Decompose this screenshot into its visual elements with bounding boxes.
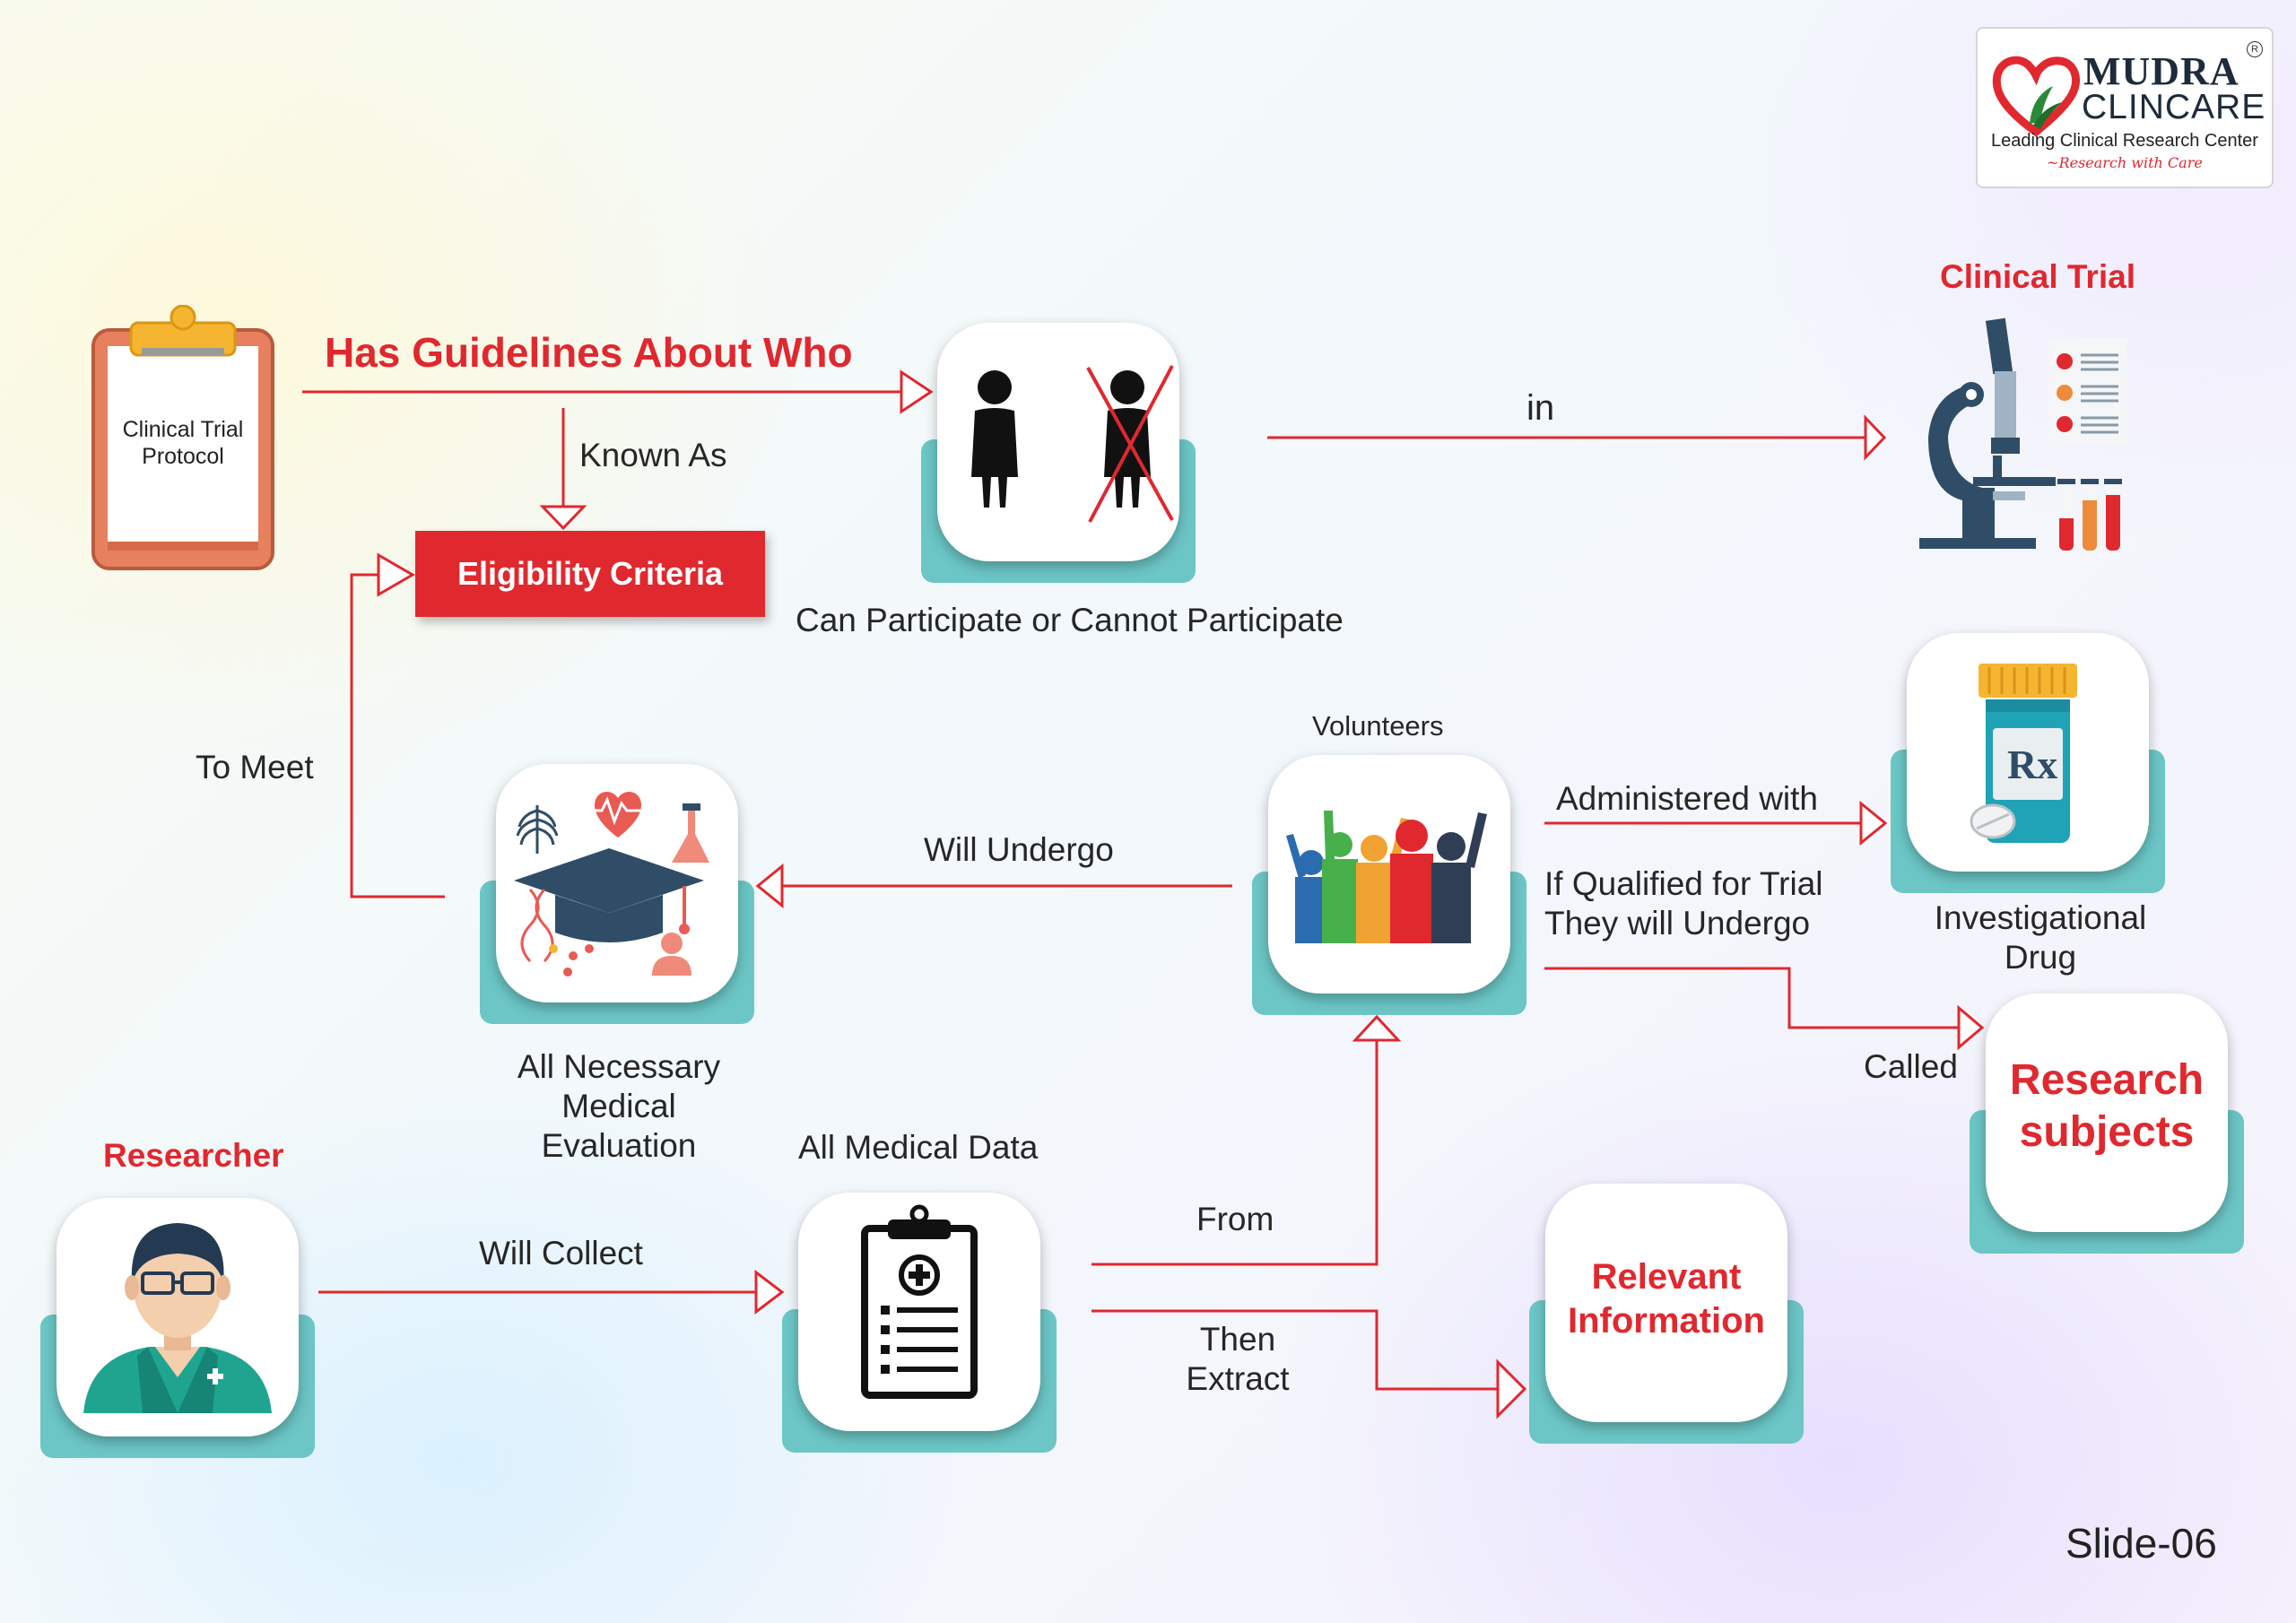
researcher-title: Researcher	[103, 1137, 284, 1174]
arrow-known-as	[539, 408, 587, 531]
raised-hands-group-icon	[1286, 811, 1487, 943]
clinical-trial-protocol: Clinical Trial Protocol	[90, 305, 278, 574]
registered-mark: R	[2247, 41, 2263, 57]
logo-slogan: ~Research with Care	[2047, 154, 2203, 171]
arrow-in	[1267, 414, 1887, 461]
known-as-label: Known As	[579, 437, 727, 473]
medical-data-card	[782, 1193, 1057, 1453]
medical-data-label: All Medical Data	[798, 1129, 1039, 1166]
clipboard-icon	[91, 305, 274, 570]
heart-logo-icon	[1992, 56, 2080, 137]
administered-with-label: Administered with	[1556, 780, 1819, 817]
microscope-lab-icon	[1919, 317, 2127, 551]
arrow-to-meet	[350, 552, 445, 898]
investigational-drug-label: Investigational Drug	[1934, 899, 2147, 976]
arrow-has-guidelines	[302, 369, 934, 414]
if-qualified-label-line2: They will Undergo	[1544, 905, 1811, 942]
called-label: Called	[1864, 1048, 1958, 1085]
brand-line-1: MUDRA	[2083, 49, 2239, 93]
arrow-from	[1091, 1014, 1402, 1266]
participation-card	[921, 323, 1196, 583]
doctor-avatar-icon	[83, 1223, 272, 1413]
slide-number: Slide-06	[2066, 1520, 2217, 1567]
then-extract-label: Then Extract	[1186, 1321, 1290, 1397]
logo-badge: MUDRA R CLINCARE Leading Clinical Resear…	[1976, 27, 2274, 188]
arrow-will-collect	[318, 1269, 785, 1315]
volunteers-label: Volunteers	[1312, 710, 1444, 742]
arrow-then-extract	[1091, 1309, 1527, 1419]
if-qualified-label-line1: If Qualified for Trial	[1544, 865, 1823, 902]
volunteers-card	[1252, 755, 1526, 1015]
svg-text:Rx: Rx	[2007, 742, 2057, 787]
arrow-if-qualified	[1544, 967, 1985, 1051]
medical-record-clipboard-icon	[861, 1204, 978, 1399]
investigational-drug-card: Rx	[1891, 633, 2165, 893]
will-undergo-label: Will Undergo	[924, 831, 1114, 868]
logo-tagline: Leading Clinical Research Center	[1991, 131, 2258, 151]
eligibility-criteria-box: Eligibility Criteria	[415, 531, 765, 617]
relevant-information-card: Relevant Information	[1529, 1184, 1804, 1444]
people-eligibility-icon	[971, 365, 1174, 523]
arrow-administered-with	[1544, 800, 1888, 846]
research-subjects-card: Research subjects	[1970, 994, 2244, 1254]
medical-evaluation-card	[480, 764, 754, 1024]
arrow-will-undergo	[755, 863, 1232, 909]
from-label: From	[1196, 1201, 1274, 1237]
protocol-label: Clinical Trial Protocol	[122, 417, 244, 469]
eligibility-criteria-label: Eligibility Criteria	[457, 555, 724, 592]
medical-evaluation-label: All Necessary Medical Evaluation	[517, 1048, 721, 1164]
research-subjects-label: Research subjects	[2009, 1056, 2205, 1156]
brand-line-2: CLINCARE	[2082, 88, 2266, 126]
researcher-card	[40, 1198, 315, 1458]
will-collect-label: Will Collect	[479, 1235, 643, 1271]
relevant-information-label: Relevant Information	[1568, 1257, 1765, 1341]
participation-label: Can Participate or Cannot Participate	[796, 602, 1344, 638]
medical-education-icon	[514, 792, 709, 976]
clinical-trial-title: Clinical Trial	[1940, 258, 2135, 295]
in-label: in	[1526, 388, 1555, 428]
prescription-bottle-icon: Rx	[1970, 664, 2077, 843]
to-meet-label: To Meet	[196, 749, 314, 785]
has-guidelines-label: Has Guidelines About Who	[325, 329, 853, 376]
